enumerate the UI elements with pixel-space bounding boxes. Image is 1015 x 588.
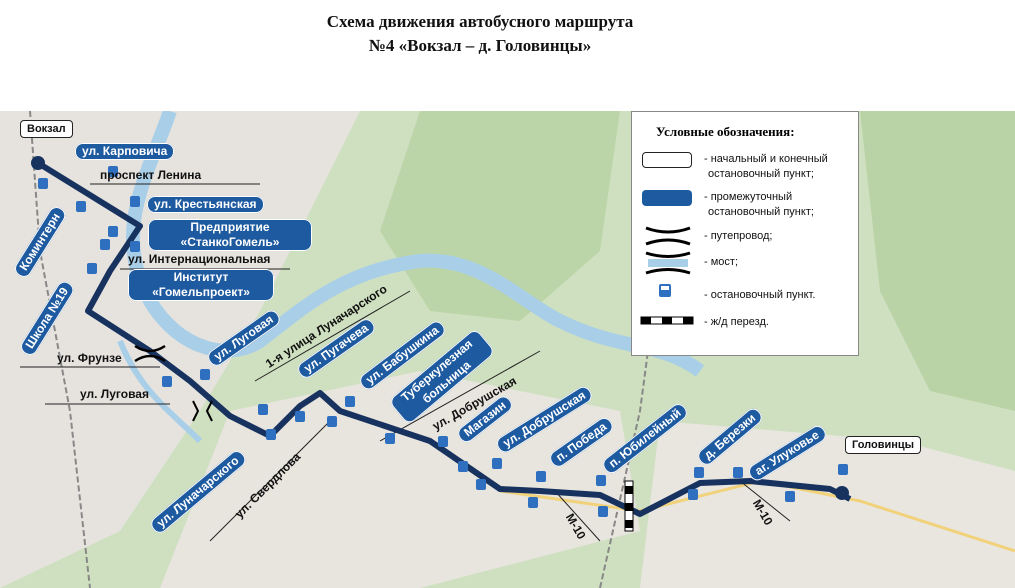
railway-crossing-icon	[624, 480, 634, 532]
bus-stop-icon	[266, 429, 276, 440]
street-line-sverdlova	[209, 420, 331, 542]
legend-text-line: - промежуточный	[704, 191, 793, 203]
bus-stop-icon	[345, 396, 355, 407]
overpass-icon	[134, 344, 166, 363]
bus-stop-icon	[438, 436, 448, 447]
street-prospekt-lenina: проспект Ленина	[100, 168, 202, 182]
bus-stop-icon	[100, 239, 110, 250]
legend-panel: Условные обозначения: - начальный и коне…	[631, 111, 859, 356]
map-title-line2: №4 «Вокзал – д. Головинцы»	[368, 36, 592, 55]
route-start-point	[31, 156, 45, 170]
legend-heading: Условные обозначения:	[656, 124, 795, 139]
bus-stop-icon	[528, 497, 538, 508]
stop-stankogomel[interactable]: Предприятие «СтанкоГомель»	[148, 219, 312, 251]
street-lugovaya: ул. Луговая	[80, 387, 149, 401]
legend-item-start-end-text: - начальный и конечный остановочный пунк…	[704, 152, 828, 182]
railway-west	[29, 111, 91, 588]
bus-stop-icon	[108, 226, 118, 237]
map-canvas	[0, 111, 1015, 588]
bus-stop-icon	[258, 404, 268, 415]
bus-stop-icon	[87, 263, 97, 274]
stop-karpovicha[interactable]: ул. Карповича	[75, 143, 175, 160]
legend-item-railway-text: - ж/д перезд.	[704, 316, 769, 328]
railway-crossing-icon	[640, 316, 694, 325]
bus-stop-icon	[76, 201, 86, 212]
start-end-stop-icon	[642, 152, 692, 168]
legend-text-line: остановочный пункт;	[708, 168, 814, 180]
bridge-icon	[645, 251, 691, 275]
bus-route-line	[36, 160, 852, 517]
river	[125, 111, 705, 377]
bus-stop-icon	[694, 467, 704, 478]
route-map[interactable]: Вокзал Головинцы ул. Карповича ул. Крест…	[0, 111, 1015, 588]
bus-stop-icon	[785, 491, 795, 502]
start-stop-label[interactable]: Вокзал	[20, 120, 73, 138]
legend-item-overpass-text: - путепровод;	[704, 230, 773, 242]
bus-stop-icon	[492, 458, 502, 469]
street-line-m10-a	[554, 490, 601, 542]
intermediate-stop-icon	[642, 190, 692, 206]
bus-stop-icon	[327, 416, 337, 427]
route-end-point	[835, 486, 849, 500]
bus-stop-icon	[162, 376, 172, 387]
legend-item-intermediate-text: - промежуточный остановочный пункт;	[704, 190, 814, 220]
end-stop-label[interactable]: Головинцы	[845, 436, 922, 454]
bus-stop-icon	[200, 369, 210, 380]
street-line-m10-b	[739, 480, 791, 522]
bridge-icon	[192, 400, 213, 422]
bus-stop-icon	[458, 461, 468, 472]
street-frunze: ул. Фрунзе	[57, 351, 122, 365]
bus-stop-icon	[108, 166, 118, 177]
street-line-lunacharskogo-1	[254, 290, 411, 382]
bus-stop-icon	[295, 411, 305, 422]
legend-text-line: остановочный пункт;	[708, 206, 814, 218]
bus-stop-icon	[130, 241, 140, 252]
bus-stop-icon	[536, 471, 546, 482]
legend-item-bridge-text: - мост;	[704, 256, 738, 268]
bus-stop-icon	[130, 196, 140, 207]
bus-stop-icon	[38, 178, 48, 189]
bus-stop-icon	[596, 475, 606, 486]
bus-stop-icon	[385, 433, 395, 444]
bus-stop-icon	[733, 467, 743, 478]
bus-stop-icon	[659, 284, 671, 297]
bus-stop-icon	[598, 506, 608, 517]
street-internatsionalnaya: ул. Интернациональная	[128, 252, 271, 266]
legend-item-bus-stop-text: - остановочный пункт.	[704, 289, 816, 301]
bus-stop-icon	[688, 489, 698, 500]
bus-stop-icon	[476, 479, 486, 490]
map-title-line1: Схема движения автобусного маршрута	[326, 12, 634, 31]
stop-institut[interactable]: Институт «Гомельпроект»	[128, 269, 274, 301]
street-line-dobrushskaya	[379, 350, 541, 442]
forest-area-north	[380, 111, 620, 321]
river-branch	[117, 339, 203, 444]
stop-krestyanskaya[interactable]: ул. Крестьянская	[147, 196, 264, 213]
forest-area-east	[860, 111, 1015, 411]
legend-text-line: - начальный и конечный	[704, 153, 828, 165]
bus-stop-icon	[838, 464, 848, 475]
urban-area-east	[640, 421, 1015, 588]
bus-stop-icons	[38, 166, 848, 517]
overpass-icon	[645, 226, 691, 246]
